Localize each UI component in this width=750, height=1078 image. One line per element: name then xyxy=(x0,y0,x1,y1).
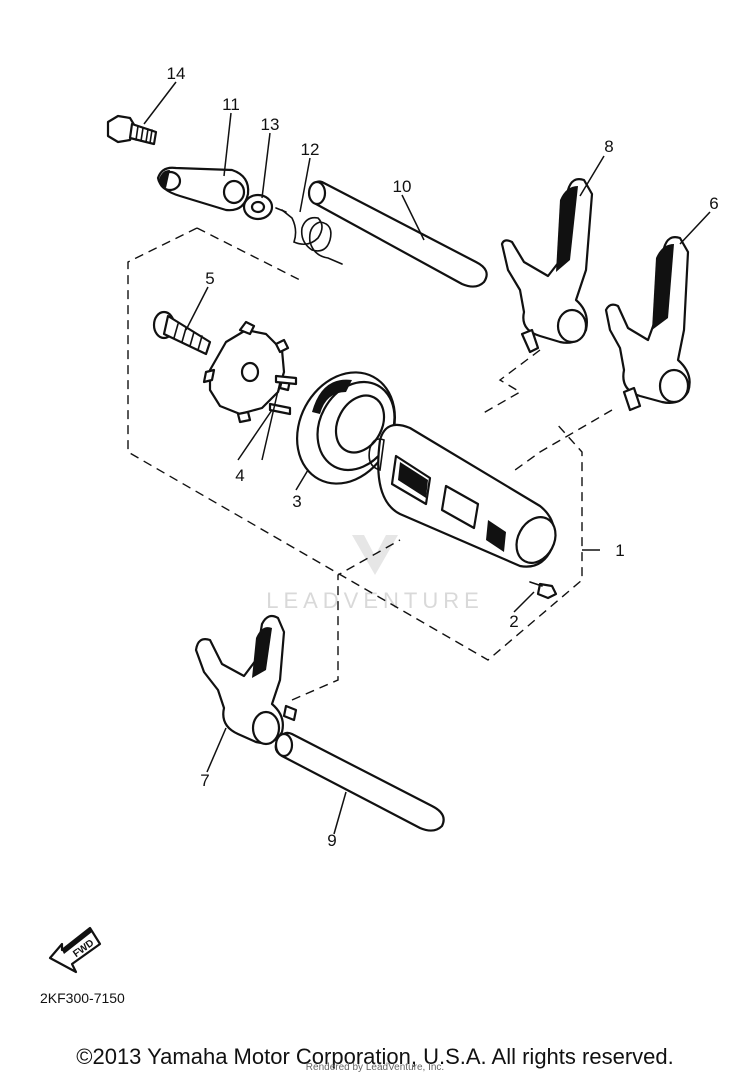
diagram-code: 2KF300-7150 xyxy=(40,990,125,1006)
lever-11 xyxy=(156,166,250,212)
callout-6: 6 xyxy=(709,194,718,213)
copyright-notice: ©2013 Yamaha Motor Corporation, U.S.A. A… xyxy=(76,1044,674,1069)
assembly-boundary xyxy=(127,227,583,661)
shift-rod-9 xyxy=(274,731,445,832)
shift-fork-8 xyxy=(500,178,594,354)
callout-9: 9 xyxy=(327,831,336,850)
shift-rod-10 xyxy=(307,180,488,288)
upper-guide xyxy=(196,227,301,281)
shift-rod-guide-6 xyxy=(514,409,613,471)
shift-rod-guide-7 xyxy=(291,539,401,701)
bolt-14 xyxy=(106,114,158,146)
callouts: 14 11 13 12 10 8 6 5 4 3 1 2 7 9 xyxy=(167,64,719,850)
stopper-plate xyxy=(202,320,292,424)
callout-5: 5 xyxy=(205,269,214,288)
rendered-by-notice: Rendered by LeadVenture, Inc. xyxy=(305,1062,445,1073)
spring-12 xyxy=(275,207,343,265)
callout-1: 1 xyxy=(615,541,624,560)
callout-12: 12 xyxy=(301,140,320,159)
leader-lines xyxy=(143,81,711,835)
leadventure-watermark: LEADVENTURE xyxy=(266,535,484,613)
screw-5 xyxy=(152,310,212,356)
shift-fork-7 xyxy=(194,614,298,746)
shift-drum-1 xyxy=(368,423,557,568)
screw-2 xyxy=(529,581,558,600)
callout-11: 11 xyxy=(222,95,240,114)
shift-rod-guide-8 xyxy=(479,349,541,416)
callout-3: 3 xyxy=(292,492,301,511)
shift-fork-6 xyxy=(604,236,691,412)
fwd-arrow-icon: FWD xyxy=(48,926,102,974)
callout-4: 4 xyxy=(235,466,244,485)
callout-14: 14 xyxy=(167,64,186,83)
callout-13: 13 xyxy=(261,115,280,134)
washer-13 xyxy=(242,193,274,221)
callout-10: 10 xyxy=(393,177,412,196)
callout-7: 7 xyxy=(200,771,209,790)
watermark-text: LEADVENTURE xyxy=(266,588,484,613)
bearing-3 xyxy=(296,371,396,485)
callout-8: 8 xyxy=(604,137,613,156)
callout-2: 2 xyxy=(509,612,518,631)
